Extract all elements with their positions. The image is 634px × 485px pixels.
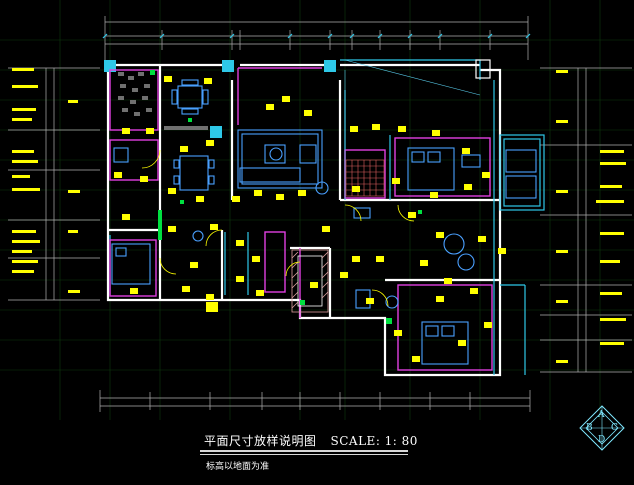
partitions — [109, 67, 493, 371]
compass-shape — [579, 405, 625, 451]
compass-letter-left: B — [586, 423, 593, 433]
north-compass-icon: A B C D — [578, 404, 626, 452]
fixtures-green — [150, 70, 422, 324]
drawing-scale: SCALE: 1: 80 — [330, 434, 418, 448]
top-dimension-ticks — [102, 33, 531, 39]
interior-tags — [114, 76, 506, 362]
left-dimensions — [8, 67, 100, 301]
guide-lines — [344, 59, 481, 200]
column-blocks — [475, 59, 491, 79]
window-blocks — [104, 60, 336, 138]
stair-shaft — [291, 249, 329, 313]
structure-lines — [109, 59, 545, 375]
balcony-pattern — [118, 72, 208, 130]
tiled-bathroom — [345, 159, 385, 197]
right-annotation-tags — [556, 70, 626, 363]
compass-letter-right: C — [611, 423, 618, 433]
title-underline-thick — [200, 450, 408, 452]
background-grid — [0, 0, 634, 420]
drawing-title: 平面尺寸放样说明图 SCALE: 1: 80 — [204, 432, 418, 449]
door-swing-icon — [141, 149, 415, 307]
drawing-title-text: 平面尺寸放样说明图 — [204, 434, 317, 448]
left-annotation-tags — [12, 68, 80, 293]
compass-letter-bottom: D — [598, 435, 606, 445]
title-underline-thin — [200, 454, 408, 455]
right-dimensions — [540, 67, 632, 373]
drawing-subtitle: 标高以地面为准 — [206, 462, 270, 472]
top-dimensions — [104, 16, 529, 60]
furniture-icon — [111, 79, 537, 365]
compass-letter-top: A — [598, 410, 605, 420]
bottom-dimensions — [99, 390, 531, 412]
